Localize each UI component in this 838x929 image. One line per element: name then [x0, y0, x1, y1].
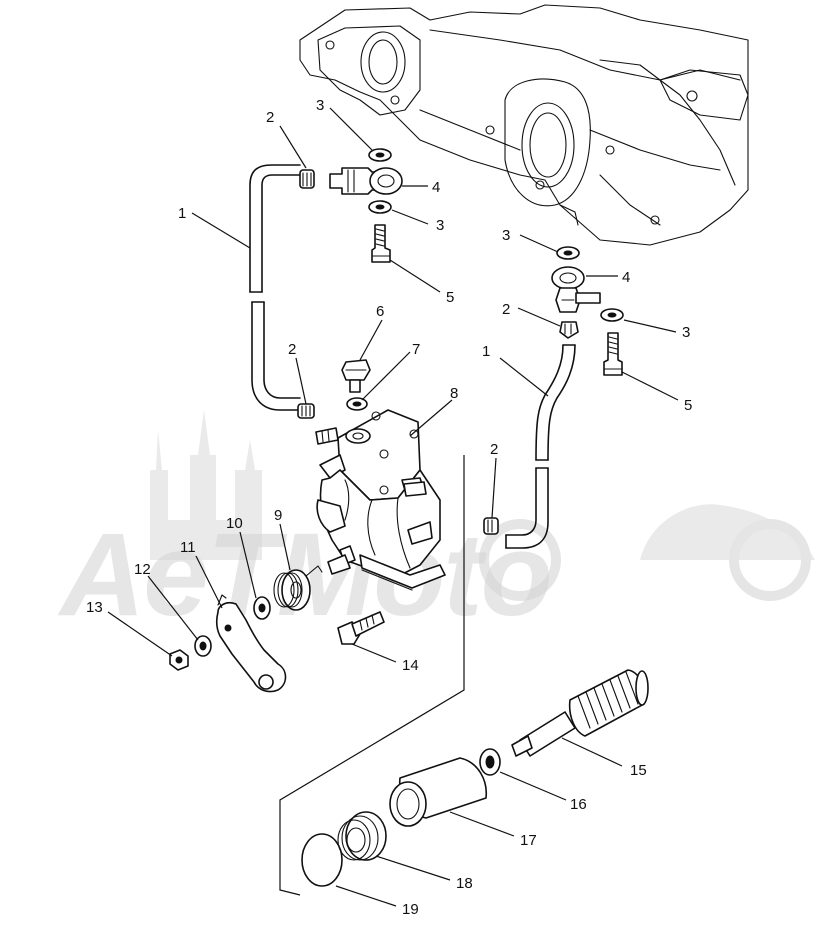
banjo-bolt: [371, 224, 391, 263]
thrust-washer: [479, 748, 501, 776]
callout-16: 16: [570, 796, 587, 813]
o-ring: [301, 833, 343, 887]
pump-lever: [215, 594, 287, 693]
callout-9: 9: [274, 507, 282, 524]
callout-13: 13: [86, 599, 103, 616]
banjo-bolt: [603, 332, 623, 376]
hose-clamp: [297, 403, 315, 419]
return-spring: [273, 565, 323, 611]
callout-4: 4: [622, 269, 630, 286]
callout-3: 3: [316, 97, 324, 114]
callout-2: 2: [266, 109, 274, 126]
callout-7: 7: [412, 341, 420, 358]
callout-2: 2: [502, 301, 510, 318]
callout-12: 12: [134, 561, 151, 578]
sealing-washer: [346, 397, 368, 411]
lock-washer: [194, 635, 212, 657]
sealing-washer: [368, 200, 392, 214]
hex-nut: [169, 649, 189, 671]
drive-gear-shaft: [511, 669, 649, 757]
hose-clamp: [559, 321, 579, 339]
shaft-bushing: [389, 757, 487, 827]
callout-14: 14: [402, 657, 419, 674]
bleed-screw: [341, 359, 371, 393]
callout-3: 3: [682, 324, 690, 341]
watermark-skyline-logo: [150, 410, 815, 601]
pump-mounting-bolt: [337, 611, 385, 645]
callout-8: 8: [450, 385, 458, 402]
oil-line-left: [249, 164, 301, 411]
flat-washer: [253, 596, 271, 620]
callout-6: 6: [376, 303, 384, 320]
assembly-bracket-line: [279, 455, 465, 896]
banjo-fitting: [329, 167, 403, 195]
callout-2: 2: [490, 441, 498, 458]
cylinder-head: [299, 4, 749, 246]
oil-line-right: [505, 344, 576, 549]
pump-outlet-nipple: [403, 481, 427, 497]
banjo-fitting: [551, 266, 601, 313]
callout-4: 4: [432, 179, 440, 196]
leader-lines: [107, 107, 679, 907]
callout-2: 2: [288, 341, 296, 358]
callout-1: 1: [482, 343, 490, 360]
callout-5: 5: [446, 289, 454, 306]
callout-10: 10: [226, 515, 243, 532]
callout-3: 3: [436, 217, 444, 234]
callout-18: 18: [456, 875, 473, 892]
callout-1: 1: [178, 205, 186, 222]
callout-11: 11: [180, 539, 196, 556]
callout-labels: 1 1 2 2 2 2 3 3 3 3 4 4 5 5 6 7 8 9 10 1…: [86, 97, 692, 918]
callout-5: 5: [684, 397, 692, 414]
hose-clamp: [299, 169, 315, 189]
sealing-washer: [368, 148, 392, 162]
callout-3: 3: [502, 227, 510, 244]
oil-seal: [337, 811, 387, 861]
sealing-washer: [556, 246, 580, 260]
oil-pump: [316, 409, 446, 591]
sealing-washer: [600, 308, 624, 322]
callout-17: 17: [520, 832, 537, 849]
pump-inlet-nipple: [315, 427, 339, 445]
callout-15: 15: [630, 762, 647, 779]
hose-clamp: [483, 517, 499, 535]
callout-19: 19: [402, 901, 419, 918]
